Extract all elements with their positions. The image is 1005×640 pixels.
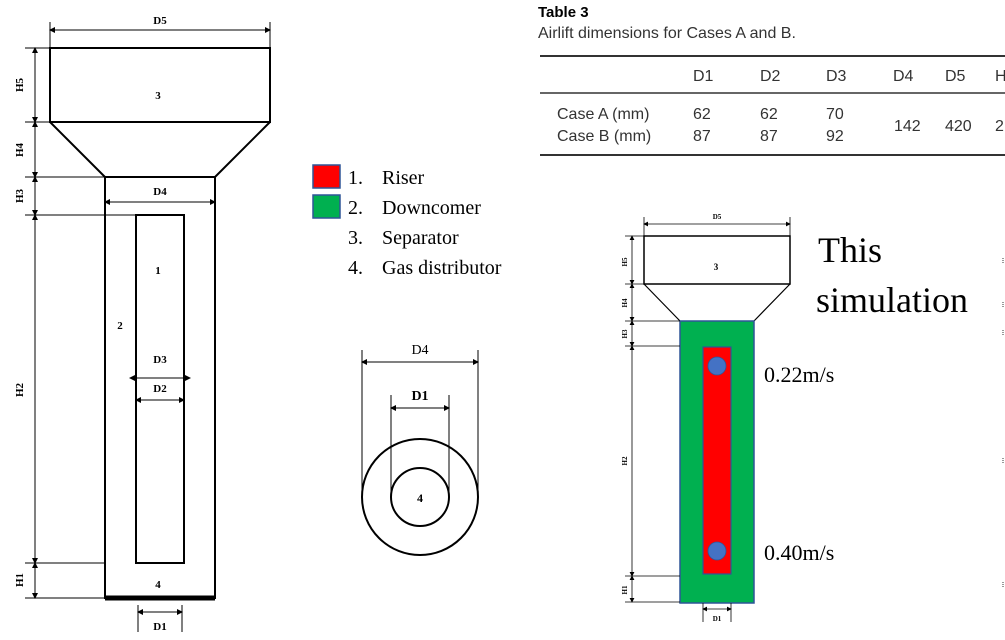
d3-label: D3 [153, 354, 167, 366]
table-caption: Airlift dimensions for Cases A and B. [538, 25, 796, 42]
sim-riser [702, 346, 732, 575]
riser-swatch [312, 164, 341, 189]
h1-label: H1 [14, 573, 26, 587]
downcomer-swatch [312, 194, 341, 219]
d2-label: D2 [153, 383, 167, 395]
sim-separator-number: 3 [714, 262, 719, 272]
table-header: D5 [945, 68, 966, 85]
h4-label: H4 [14, 142, 26, 157]
dimensions-table: Table 3 Airlift dimensions for Cases A a… [538, 4, 1005, 156]
legend-label: Separator [382, 227, 459, 249]
airlift-schematic [25, 22, 271, 632]
table-cell: 62 [760, 106, 778, 123]
cross-section [361, 350, 479, 556]
d1-label: D1 [153, 621, 166, 633]
separator-box [49, 47, 271, 123]
table-cell: 142 [894, 118, 921, 135]
table-cell: 87 [693, 128, 711, 145]
sim-h5-label: H5 [621, 257, 629, 266]
sim-d5-label: D5 [713, 213, 722, 221]
probe-top [707, 356, 727, 376]
table-header: H [995, 68, 1005, 85]
section-d4-label: D4 [411, 343, 428, 358]
row-label: Case A (mm) [557, 106, 649, 123]
legend-number: 1. [348, 167, 363, 189]
legend-number: 2. [348, 197, 363, 219]
riser-number: 1 [155, 265, 161, 277]
row-label: Case B (mm) [557, 128, 651, 145]
table-title: Table 3 [538, 4, 589, 21]
bottom-velocity-label: 0.40m/s [764, 540, 834, 565]
legend-label: Downcomer [382, 197, 481, 219]
h2-label: H2 [14, 382, 26, 397]
table-cell: 62 [693, 106, 711, 123]
legend-label: Gas distributor [382, 257, 502, 279]
d5-label: D5 [153, 15, 167, 27]
d4-label: D4 [153, 186, 167, 198]
table-header: D4 [893, 68, 914, 85]
table-cell: 420 [945, 118, 972, 135]
table-header: D2 [760, 68, 781, 85]
riser-tube [135, 214, 185, 564]
downcomer-number: 2 [117, 320, 123, 332]
sim-separator-box [643, 235, 791, 285]
sim-h3-label: H3 [621, 329, 629, 338]
sim-h4-label: H4 [621, 298, 629, 307]
separator-number: 3 [155, 90, 161, 102]
table-cell: 87 [760, 128, 778, 145]
sim-d1-label: D1 [713, 615, 722, 623]
probe-bottom [707, 541, 727, 561]
table-cell: 70 [826, 106, 844, 123]
legend-label: Riser [382, 167, 425, 189]
sim-h1-label: H1 [621, 585, 629, 594]
legend-number: 4. [348, 257, 363, 279]
legend-number: 3. [348, 227, 363, 249]
simulation-title-line2: simulation [816, 280, 968, 320]
legend: 1. Riser 2. Downcomer 3. Separator 4. Ga… [312, 164, 502, 279]
outer-circle [361, 438, 479, 556]
section-center-label: 4 [417, 491, 423, 505]
table-cell: 92 [826, 128, 844, 145]
section-d1-label: D1 [411, 389, 428, 404]
table-cell: 2 [995, 118, 1004, 135]
sim-h2-label: H2 [621, 456, 629, 465]
top-velocity-label: 0.22m/s [764, 362, 834, 387]
h3-label: H3 [14, 188, 26, 203]
simulation-schematic [625, 217, 1004, 622]
simulation-title-line1: This [818, 230, 882, 270]
inner-circle [390, 467, 450, 527]
table-header: D3 [826, 68, 847, 85]
h5-label: H5 [14, 77, 26, 92]
table-header: D1 [693, 68, 714, 85]
distributor-number: 4 [155, 579, 161, 591]
